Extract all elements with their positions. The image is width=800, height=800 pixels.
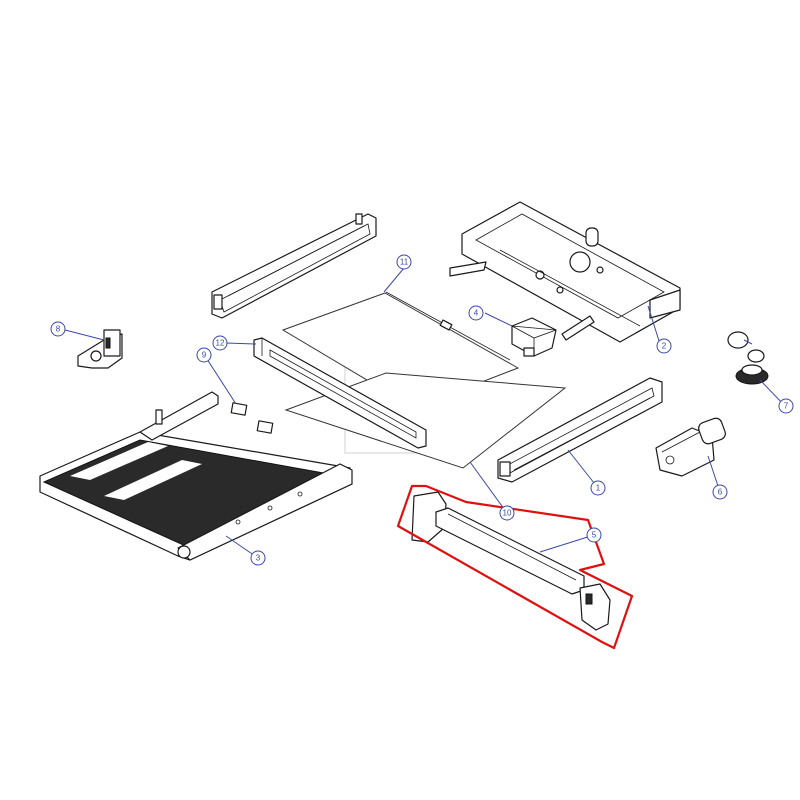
svg-text:6: 6: [718, 488, 723, 497]
svg-text:7: 7: [784, 402, 789, 411]
svg-text:1: 1: [596, 484, 601, 493]
highlight-outline-part-5: [396, 484, 634, 650]
svg-text:9: 9: [202, 351, 207, 360]
callout-6[interactable]: 6: [712, 484, 728, 500]
svg-text:4: 4: [474, 309, 479, 318]
callout-1[interactable]: 1: [590, 480, 606, 496]
callout-3[interactable]: 3: [250, 550, 266, 566]
svg-text:5: 5: [592, 531, 597, 540]
part-upper-left-rail: [211, 213, 377, 319]
svg-text:12: 12: [216, 339, 225, 348]
part-5-step-arm-assembly[interactable]: [411, 491, 611, 631]
part-step-frame: [39, 391, 353, 561]
callout-7[interactable]: 7: [778, 398, 794, 414]
svg-text:2: 2: [662, 342, 667, 351]
callout-11[interactable]: 11: [396, 254, 412, 270]
part-side-panel: [253, 337, 427, 449]
callout-5[interactable]: 5: [586, 527, 602, 543]
callout-8[interactable]: 8: [50, 321, 66, 337]
part-right-rail: [497, 377, 663, 483]
svg-text:11: 11: [400, 258, 409, 267]
part-motor-base-plate: [449, 201, 681, 343]
part-clip-blocks: [230, 402, 274, 434]
callout-12[interactable]: 12: [212, 335, 228, 351]
part-gear-set: [727, 331, 769, 385]
svg-text:3: 3: [256, 554, 261, 563]
callout-4[interactable]: 4: [468, 305, 484, 321]
callout-10[interactable]: 10: [499, 505, 515, 521]
part-junction-box: [511, 317, 557, 357]
svg-text:10: 10: [503, 509, 512, 518]
svg-text:8: 8: [56, 325, 61, 334]
part-motor: [655, 417, 726, 477]
callout-2[interactable]: 2: [656, 338, 672, 354]
part-bracket: [77, 329, 123, 369]
callout-9[interactable]: 9: [196, 347, 212, 363]
